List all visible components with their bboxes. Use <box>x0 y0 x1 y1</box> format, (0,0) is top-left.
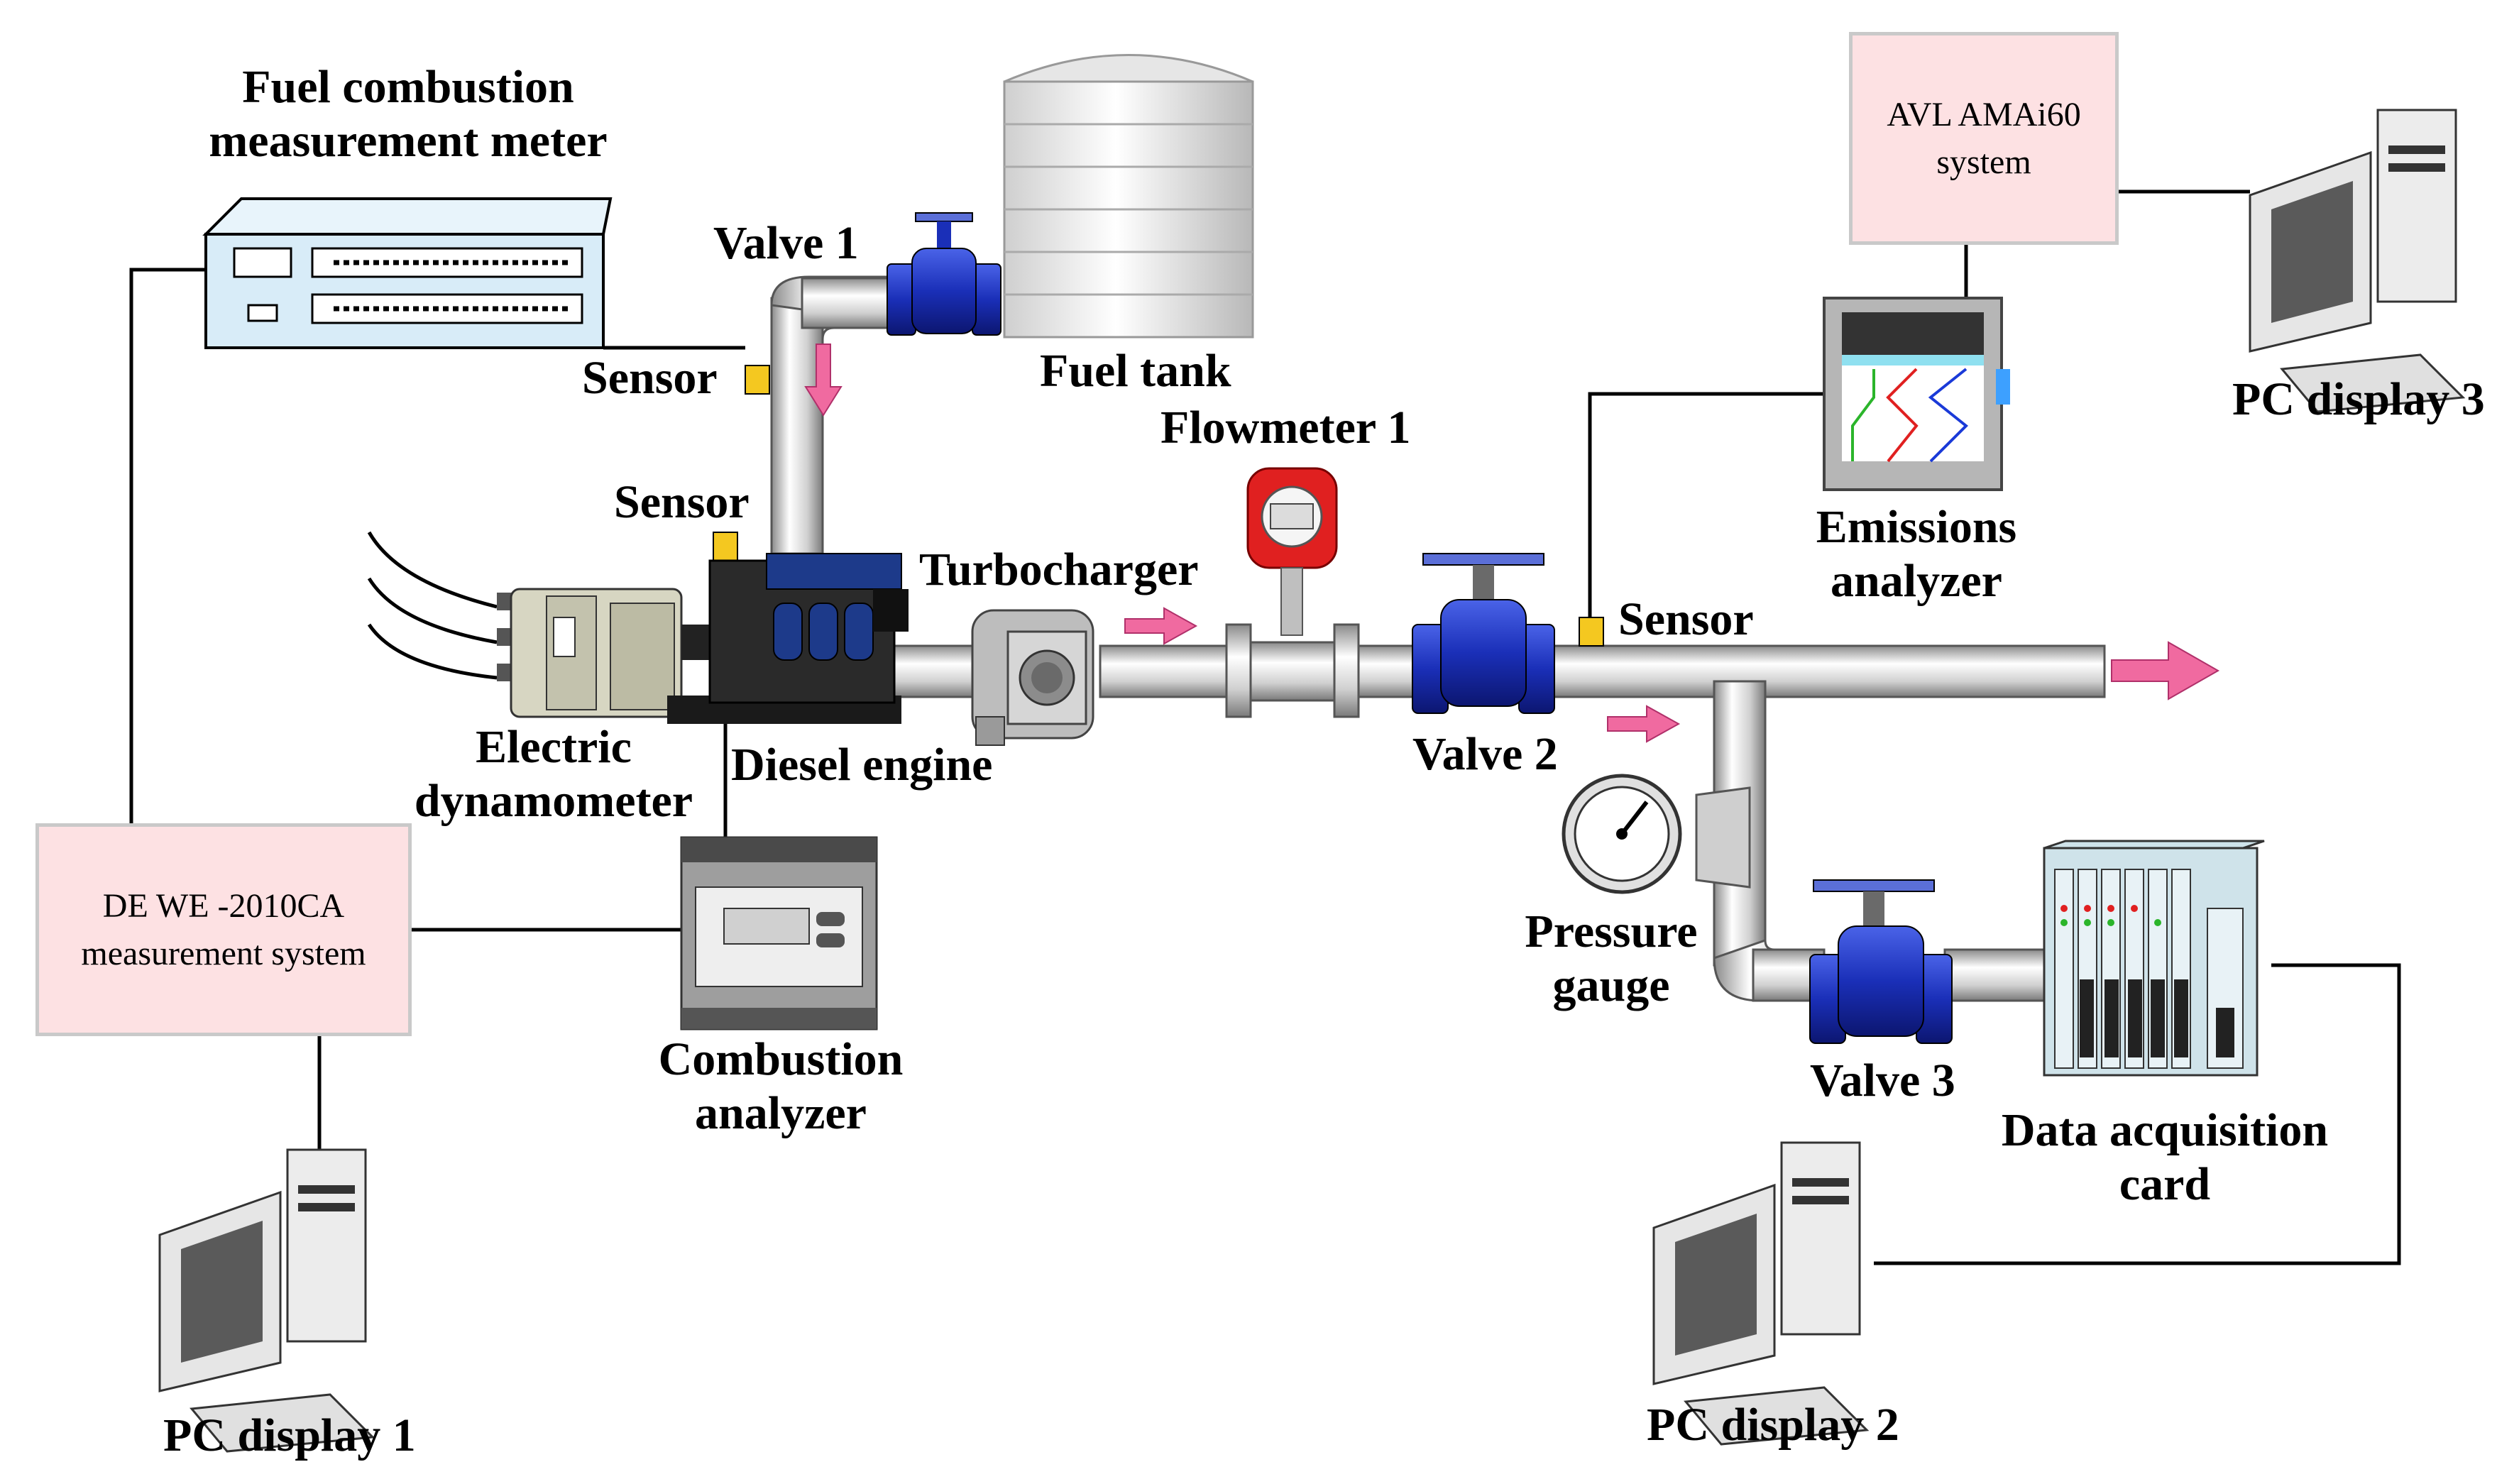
combustion-analyzer-icon <box>680 836 878 1030</box>
sensor-engine-icon <box>713 532 738 561</box>
combustion-analyzer-label: Combustion analyzer <box>658 1033 904 1139</box>
dewe-box-line2: measurement system <box>81 935 366 972</box>
pressure-gauge-label: Pressure gauge <box>1525 906 1698 1011</box>
sensor-right-label: Sensor <box>1618 593 1754 645</box>
main-pipe-right <box>1546 644 2106 698</box>
flowmeter-flange-right <box>1333 623 1360 718</box>
dewe-box-line1: DE WE -2010CA <box>102 886 345 925</box>
valve3-icon <box>1809 879 1953 1044</box>
branch-pipe-to-daq <box>1943 948 2046 1002</box>
flowmeter1-icon <box>1246 467 1338 636</box>
electric-dynamometer-label: Electric dynamometer <box>414 721 693 827</box>
fuel-meter-device <box>202 197 613 349</box>
pipes <box>770 275 2106 1002</box>
sensor-engine-label: Sensor <box>614 476 750 528</box>
daq-card-icon <box>2043 840 2265 1077</box>
pc-display-2-icon <box>1652 1141 1870 1446</box>
pc-display-3-label: PC display 3 <box>2232 373 2485 425</box>
valve3-label: Valve 3 <box>1810 1055 1955 1106</box>
pressure-gauge-icon <box>1562 774 1682 894</box>
flow-arrows <box>804 343 2220 743</box>
turbocharger-label: Turbocharger <box>919 544 1199 595</box>
arrow-down-icon <box>804 343 843 417</box>
arrow-exhaust-icon <box>2111 641 2220 700</box>
daq-card-label: Data acquisition card <box>2001 1104 2329 1210</box>
turbocharger-icon <box>971 609 1094 746</box>
valve2-label: Valve 2 <box>1412 728 1558 780</box>
fuel-meter-label: Fuel combustion measurement meter <box>209 61 608 167</box>
electric-dynamometer-icon <box>367 531 724 718</box>
valve1-label: Valve 1 <box>713 217 859 269</box>
fuel-pipe-vertical <box>770 297 824 555</box>
sensor-top-label: Sensor <box>582 352 718 404</box>
fuel-tank <box>1003 54 1254 339</box>
wire-daq-pc2 <box>1874 963 2401 1265</box>
avl-system-box: AVL AMAi60 system <box>1849 32 2119 245</box>
fuel-pipe-horizontal <box>801 277 896 329</box>
pc-display-1-label: PC display 1 <box>163 1409 416 1461</box>
flowmeter-flange-left <box>1225 623 1252 718</box>
flowmeter-body <box>1249 641 1336 702</box>
emissions-analyzer-icon <box>1823 297 2010 491</box>
diesel-engine-label: Diesel engine <box>731 739 993 791</box>
arrow-right-icon <box>1124 607 1198 645</box>
pc-display-3-icon <box>2249 109 2466 413</box>
valve2-icon <box>1412 553 1555 714</box>
gauge-connector <box>1695 786 1751 889</box>
wire-sensor-emissions <box>1588 392 1824 617</box>
dewe-system-box: DE WE -2010CA measurement system <box>35 823 412 1036</box>
flowmeter1-label: Flowmeter 1 <box>1160 402 1411 454</box>
avl-box-line1: AVL AMAi60 <box>1887 95 2081 133</box>
diesel-engine-icon <box>667 553 909 724</box>
avl-box-line2: system <box>1936 143 2031 181</box>
valve1-icon <box>887 212 1001 336</box>
pc-display-1-icon <box>158 1148 375 1453</box>
emissions-analyzer-label: Emissions analyzer <box>1816 501 2017 607</box>
sensor-top-icon <box>745 365 770 395</box>
sensor-right-icon <box>1579 617 1604 647</box>
fuel-tank-label: Fuel tank <box>1040 345 1231 397</box>
arrow-right-icon <box>1607 705 1681 743</box>
pc-display-2-label: PC display 2 <box>1647 1399 1899 1451</box>
wire-fuelmeter-dewe <box>129 268 206 823</box>
